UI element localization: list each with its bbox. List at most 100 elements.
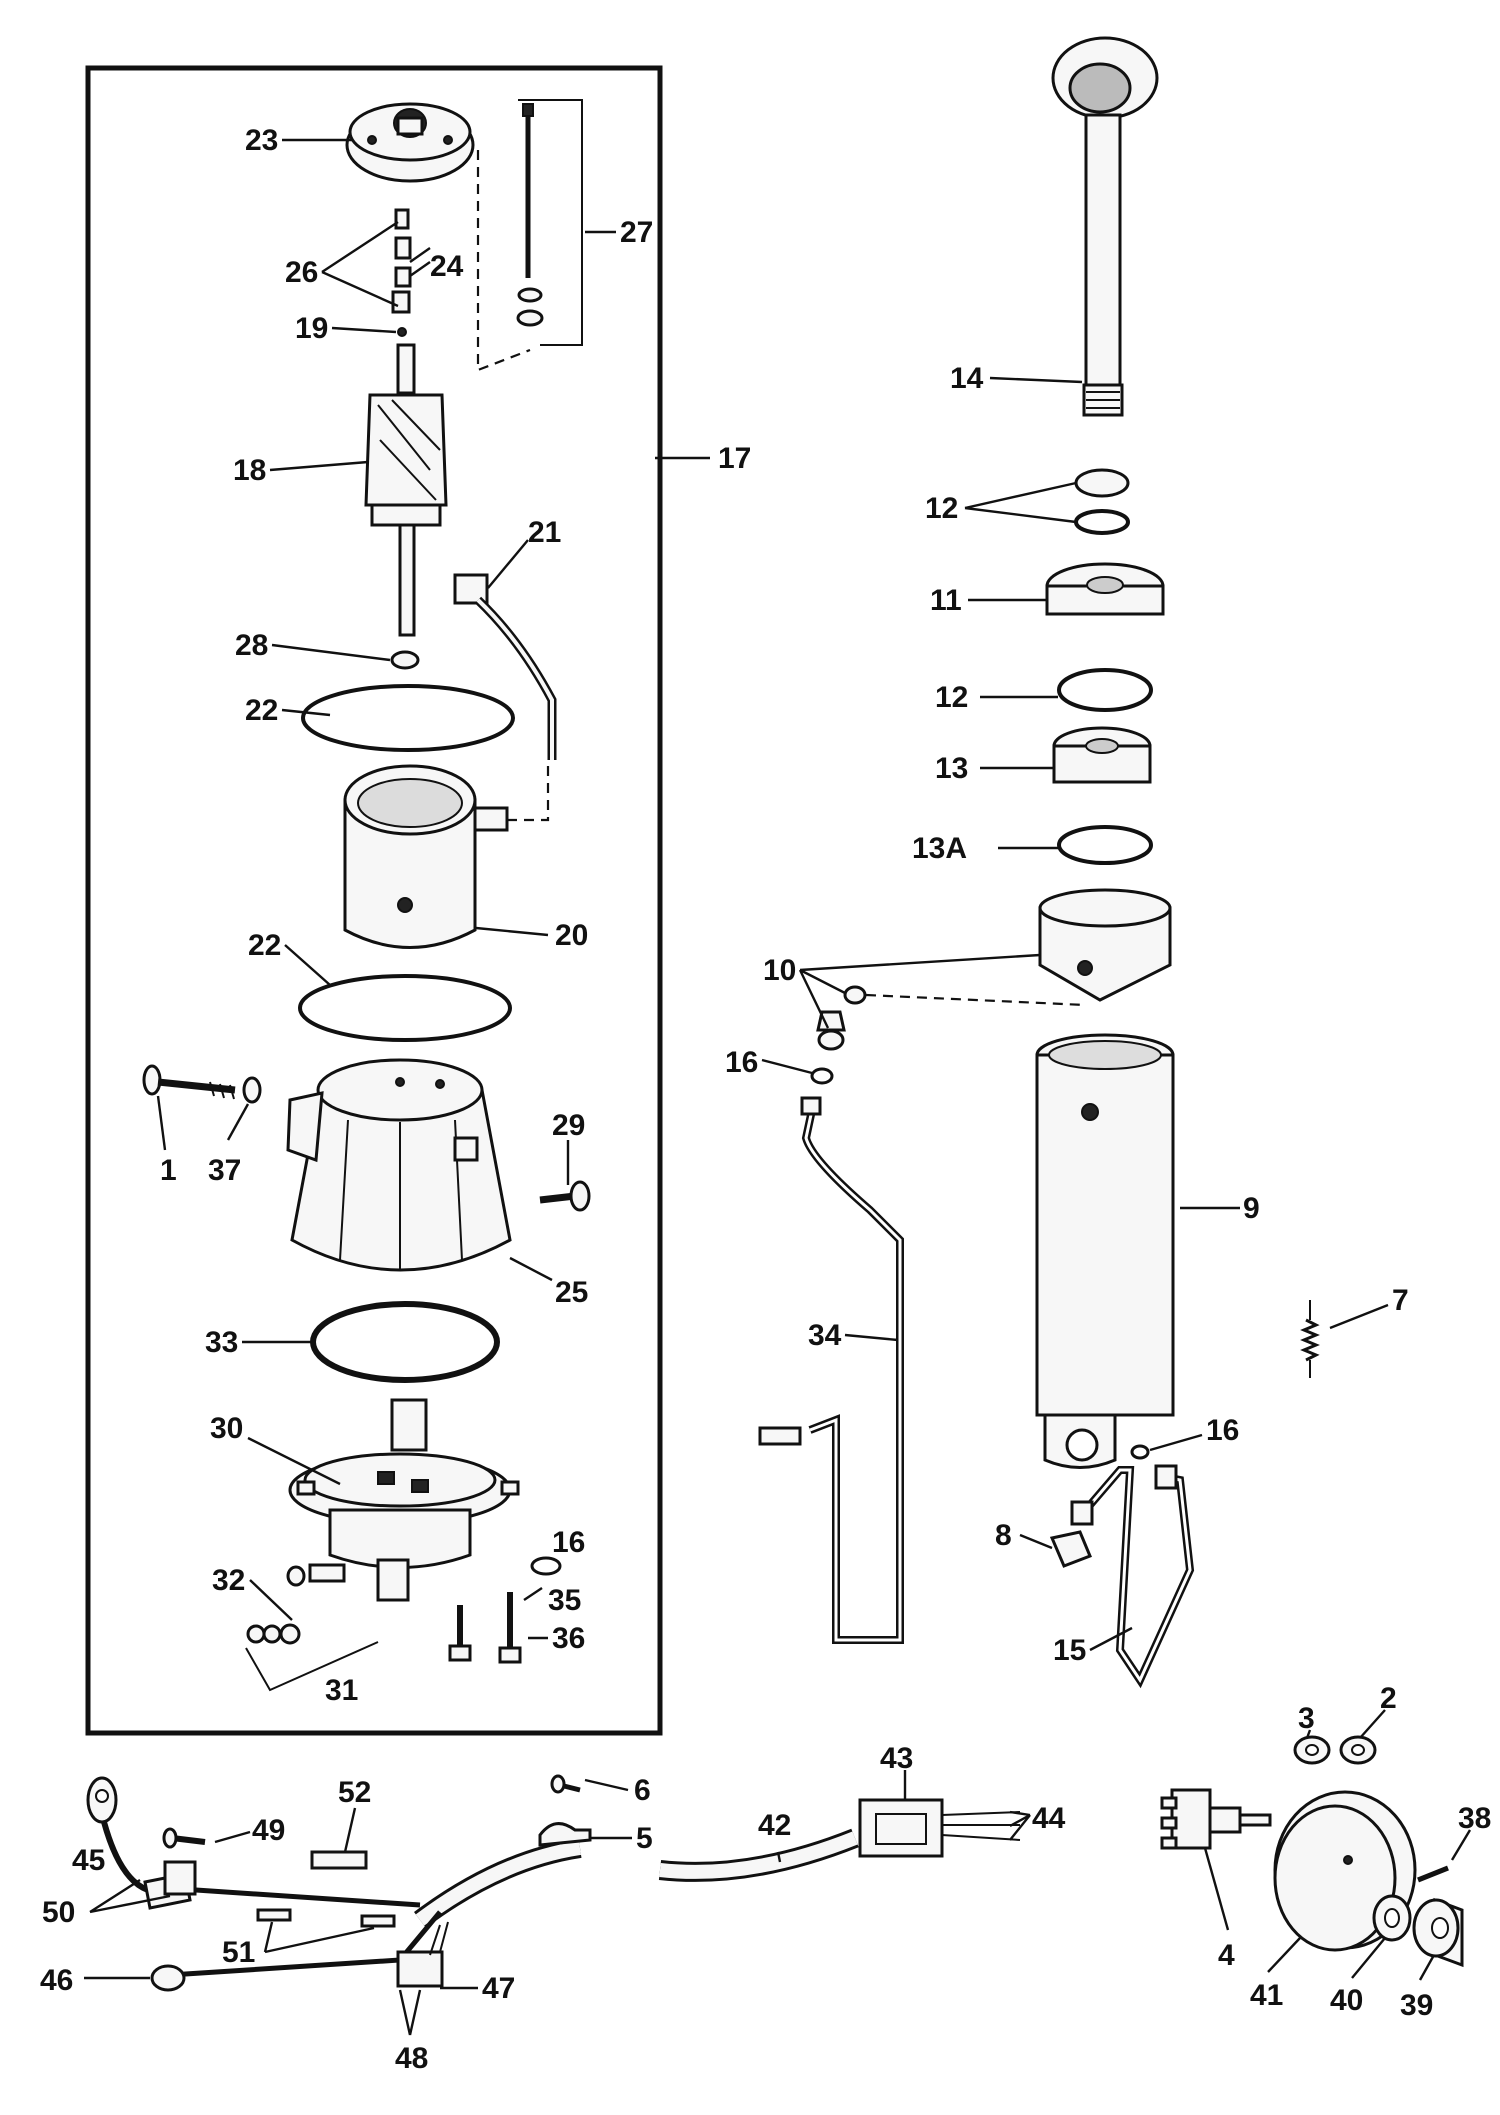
lead-wire-part-21 <box>453 573 557 760</box>
hydraulic-line-part-15 <box>1070 1464 1195 1689</box>
label-35: 35 <box>548 1584 581 1617</box>
screw-part-1 <box>142 1064 236 1100</box>
label-9: 9 <box>1243 1192 1260 1225</box>
washer-part-28 <box>390 650 420 670</box>
cylinder-rod-part-14 <box>1051 36 1159 417</box>
piston-part-13 <box>1052 726 1152 784</box>
nut-part-40 <box>1372 1894 1412 1942</box>
motor-assembly-frame <box>85 65 663 1736</box>
seals-part-12 <box>1074 468 1130 535</box>
manifold-part-10 <box>816 888 1172 1051</box>
harness-parts-42-48 <box>150 1798 1021 1992</box>
label-37: 37 <box>208 1154 241 1187</box>
o-ring-part-12 <box>1057 668 1153 712</box>
label-2: 2 <box>1380 1682 1397 1715</box>
label-29: 29 <box>552 1109 585 1142</box>
label-15: 15 <box>1053 1634 1086 1667</box>
label-23: 23 <box>245 124 278 157</box>
label-12-lower: 12 <box>935 681 968 714</box>
pump-housing-part-25 <box>286 1058 512 1272</box>
o-ring-part-13A <box>1057 825 1153 865</box>
label-36: 36 <box>552 1622 585 1655</box>
screw-part-38 <box>1417 1865 1449 1883</box>
label-22-lower: 22 <box>248 929 281 962</box>
washer-part-37 <box>242 1076 262 1104</box>
label-18: 18 <box>233 454 266 487</box>
label-39: 39 <box>1400 1989 1433 2022</box>
o-ring-part-16-lower <box>1130 1444 1150 1460</box>
label-7: 7 <box>1392 1284 1409 1317</box>
label-24: 24 <box>430 250 464 283</box>
o-ring-part-33 <box>310 1301 500 1383</box>
pump-part-30 <box>288 1398 520 1602</box>
screws-part-35-36 <box>448 1592 522 1664</box>
screw-clamp-parts-5-6 <box>538 1774 592 1847</box>
hydraulic-line-part-34 <box>758 1096 904 1644</box>
spring-part-7 <box>1300 1300 1320 1378</box>
label-5: 5 <box>636 1822 653 1855</box>
label-31: 31 <box>325 1674 358 1707</box>
leader-lines <box>84 138 1472 2036</box>
o-ring-part-16-upper <box>810 1067 834 1085</box>
label-13A: 13A <box>912 832 967 865</box>
label-10: 10 <box>763 954 796 987</box>
label-33: 33 <box>205 1326 238 1359</box>
label-42: 42 <box>758 1809 791 1842</box>
label-13: 13 <box>935 752 968 785</box>
label-49: 49 <box>252 1814 285 1847</box>
knob-part-39 <box>1412 1897 1464 1968</box>
label-6: 6 <box>634 1774 651 1807</box>
label-12-upper: 12 <box>925 492 958 525</box>
fitting-part-8 <box>1049 1530 1092 1568</box>
label-38: 38 <box>1458 1802 1491 1835</box>
label-44: 44 <box>1032 1802 1066 1835</box>
label-45: 45 <box>72 1844 105 1877</box>
o-ring-part-16-pump <box>530 1556 562 1576</box>
label-26: 26 <box>285 256 318 289</box>
cylinder-body-part-9 <box>1035 1033 1175 1469</box>
label-16-cylinder: 16 <box>1206 1414 1239 1447</box>
label-47: 47 <box>482 1972 515 2005</box>
o-ring-part-22-upper <box>301 684 515 752</box>
label-28: 28 <box>235 629 268 662</box>
label-34: 34 <box>808 1319 842 1352</box>
nuts-parts-2-3 <box>1293 1735 1377 1765</box>
label-52: 52 <box>338 1776 371 1809</box>
label-25: 25 <box>555 1276 588 1309</box>
label-11: 11 <box>930 584 962 617</box>
label-3: 3 <box>1298 1702 1315 1735</box>
label-14: 14 <box>950 362 984 395</box>
label-43: 43 <box>880 1742 913 1775</box>
label-32: 32 <box>212 1564 245 1597</box>
terminals-part-51 <box>256 1908 396 1928</box>
label-48: 48 <box>395 2042 428 2075</box>
sleeve-part-52 <box>310 1850 368 1870</box>
label-40: 40 <box>1330 1984 1363 2017</box>
label-46: 46 <box>40 1964 73 1997</box>
valve-parts-31-32 <box>245 1563 379 1692</box>
screw-part-29 <box>539 1180 591 1212</box>
label-41: 41 <box>1250 1979 1283 2012</box>
label-19: 19 <box>295 312 328 345</box>
armature-part-18 <box>364 343 448 637</box>
end-cap-part-23 <box>345 102 475 183</box>
label-20: 20 <box>555 919 588 952</box>
o-ring-part-22-lower <box>298 974 512 1042</box>
label-16-pump: 16 <box>552 1526 585 1559</box>
label-16-manifold: 16 <box>725 1046 758 1079</box>
switch-part-4 <box>1160 1788 1272 1850</box>
label-21: 21 <box>528 516 561 549</box>
label-50: 50 <box>42 1896 75 1929</box>
label-1: 1 <box>160 1154 177 1187</box>
label-8: 8 <box>995 1519 1012 1552</box>
through-bolts-part-27 <box>476 99 583 372</box>
label-17: 17 <box>718 442 751 475</box>
label-30: 30 <box>210 1412 243 1445</box>
label-51: 51 <box>222 1936 255 1969</box>
label-22-upper: 22 <box>245 694 278 727</box>
label-27: 27 <box>620 216 653 249</box>
motor-frame-part-20 <box>343 760 550 949</box>
brushes-part-24-26 <box>391 208 412 337</box>
end-cap-part-11 <box>1045 562 1165 616</box>
